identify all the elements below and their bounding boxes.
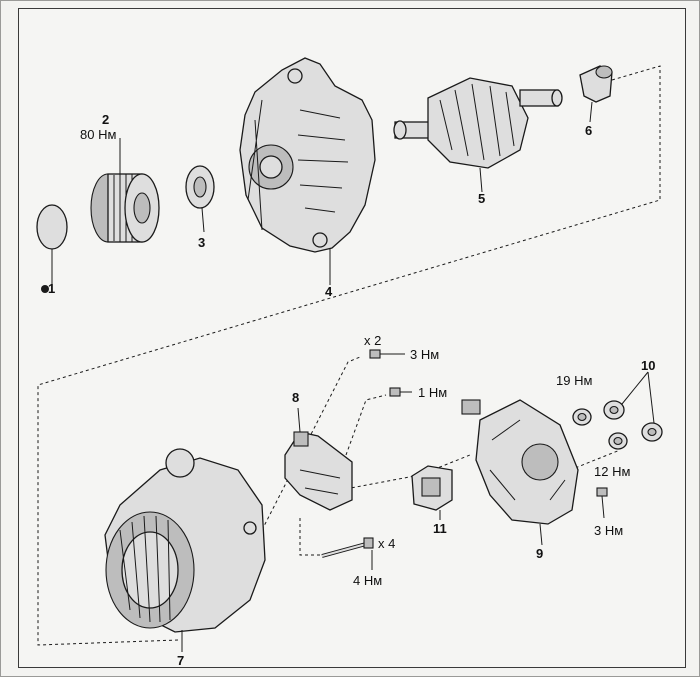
callout-10: 10 xyxy=(641,358,655,373)
pulley-part xyxy=(90,138,160,243)
torque-stud: 4 Нм xyxy=(353,573,382,588)
stator-housing-part xyxy=(104,448,266,652)
washer-part xyxy=(185,165,215,233)
bearing-cap-part xyxy=(579,65,613,123)
torque-cover-screw: 3 Нм xyxy=(594,523,623,538)
torque-nut-19: 19 Нм xyxy=(556,373,592,388)
qty-stud: x 4 xyxy=(378,536,395,551)
rear-cover-part xyxy=(461,399,579,546)
torque-nut-12: 12 Нм xyxy=(594,464,630,479)
callout-1: 1 xyxy=(48,281,55,296)
assembly-guide-nuts xyxy=(569,449,621,471)
assembly-guide-stud xyxy=(299,518,322,556)
regulator-part xyxy=(284,407,353,511)
bolt-mid-part xyxy=(389,387,412,397)
stud-part xyxy=(321,537,374,570)
torque-bolt-mid: 1 Нм xyxy=(418,385,447,400)
callout-5: 5 xyxy=(478,191,485,206)
callout-2: 2 xyxy=(102,112,109,127)
torque-bolt-top: 3 Нм xyxy=(410,347,439,362)
rotor-part xyxy=(393,77,563,193)
callout-3: 3 xyxy=(198,235,205,250)
cover-screw-part xyxy=(596,487,608,519)
callout-11: 11 xyxy=(433,521,447,536)
callout-6: 6 xyxy=(585,123,592,138)
assembly-guide-bolt-mid xyxy=(345,394,387,456)
assembly-guide-upper xyxy=(37,65,661,646)
torque-pulley: 80 Нм xyxy=(80,127,116,142)
callout-7: 7 xyxy=(177,653,184,668)
callout-8: 8 xyxy=(292,390,299,405)
callout-4: 4 xyxy=(325,284,333,299)
connector-part xyxy=(411,465,453,520)
cap-part xyxy=(36,204,68,293)
qty-bolt-top: x 2 xyxy=(364,333,381,348)
nut-parts xyxy=(572,371,663,450)
bolt-top-part xyxy=(369,349,405,359)
callout-9: 9 xyxy=(536,546,543,561)
front-housing-part xyxy=(239,57,376,285)
